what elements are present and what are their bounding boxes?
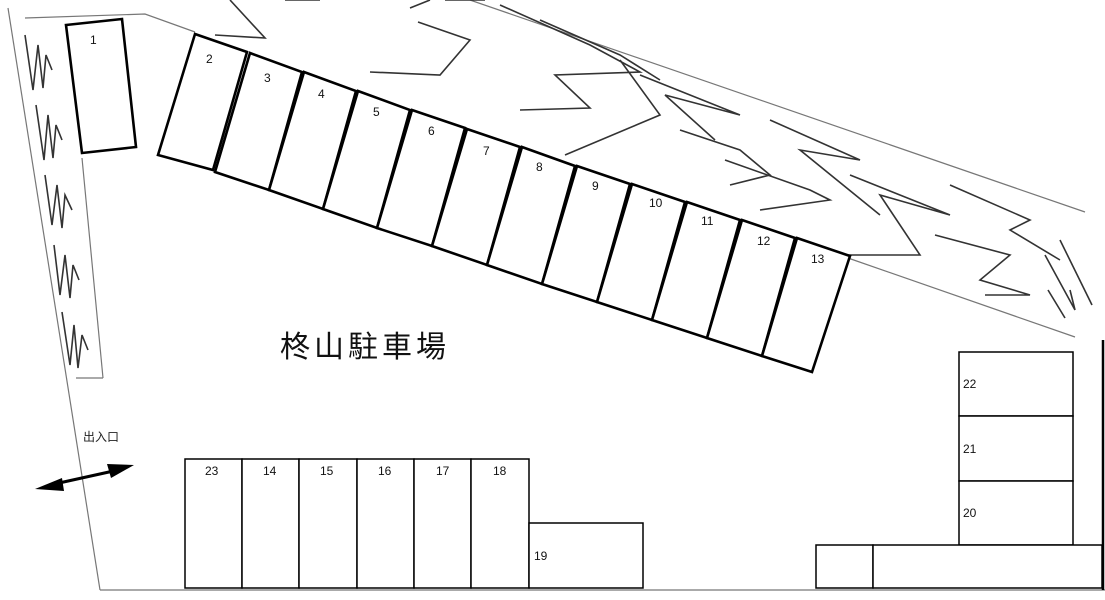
building-small [815, 544, 874, 589]
entrance-label: 出入口 [83, 430, 119, 444]
left-hedge [24, 34, 89, 369]
space-number: 14 [263, 464, 277, 478]
parking-space-15[interactable]: 15 [298, 458, 358, 589]
space-number: 21 [963, 442, 977, 456]
space-number: 20 [963, 506, 977, 520]
space-number: 19 [534, 549, 548, 563]
parking-space-16[interactable]: 16 [356, 458, 415, 589]
parking-space-14[interactable]: 14 [241, 458, 300, 589]
lot-boundary [7, 0, 1105, 591]
space-number: 8 [536, 160, 543, 174]
parking-space-13[interactable]: 13 [760, 236, 852, 374]
space-number: 2 [206, 52, 213, 66]
top-hedge [214, 0, 1093, 319]
building-large [872, 544, 1103, 589]
space-number: 18 [493, 464, 507, 478]
angled-row: 2 3 4 5 6 7 8 9 [156, 32, 852, 374]
parking-space-22[interactable]: 22 [958, 351, 1074, 417]
double-arrow-icon [35, 464, 134, 491]
parking-space-21[interactable]: 21 [958, 415, 1074, 482]
parking-space-18[interactable]: 18 [470, 458, 530, 589]
bottom-row: 23 14 15 16 17 18 19 [184, 458, 644, 589]
right-column: 22 21 20 [815, 340, 1105, 590]
space-number: 5 [373, 105, 380, 119]
space-number: 16 [378, 464, 392, 478]
space-number: 9 [592, 179, 599, 193]
entrance[interactable]: 出入口 [35, 430, 134, 491]
lot-title: 柊山駐車場 [280, 330, 450, 365]
parking-space-2[interactable]: 2 [156, 32, 249, 172]
space-number: 17 [436, 464, 450, 478]
space-number: 11 [701, 214, 714, 228]
space-number: 1 [90, 33, 97, 47]
space-number: 4 [318, 87, 325, 101]
space-number: 15 [320, 464, 334, 478]
space-number: 3 [264, 71, 271, 85]
space-number: 13 [811, 252, 825, 266]
space-number: 22 [963, 377, 977, 391]
space-number: 6 [428, 124, 435, 138]
parking-space-17[interactable]: 17 [413, 458, 472, 589]
space-number: 10 [649, 196, 663, 210]
space-number: 12 [757, 234, 771, 248]
space-number: 23 [205, 464, 219, 478]
parking-space-19[interactable]: 19 [528, 522, 644, 589]
parking-space-23[interactable]: 23 [184, 458, 243, 589]
parking-space-1[interactable]: 1 [64, 17, 138, 155]
space-number: 7 [483, 144, 490, 158]
parking-space-20[interactable]: 20 [958, 480, 1074, 546]
